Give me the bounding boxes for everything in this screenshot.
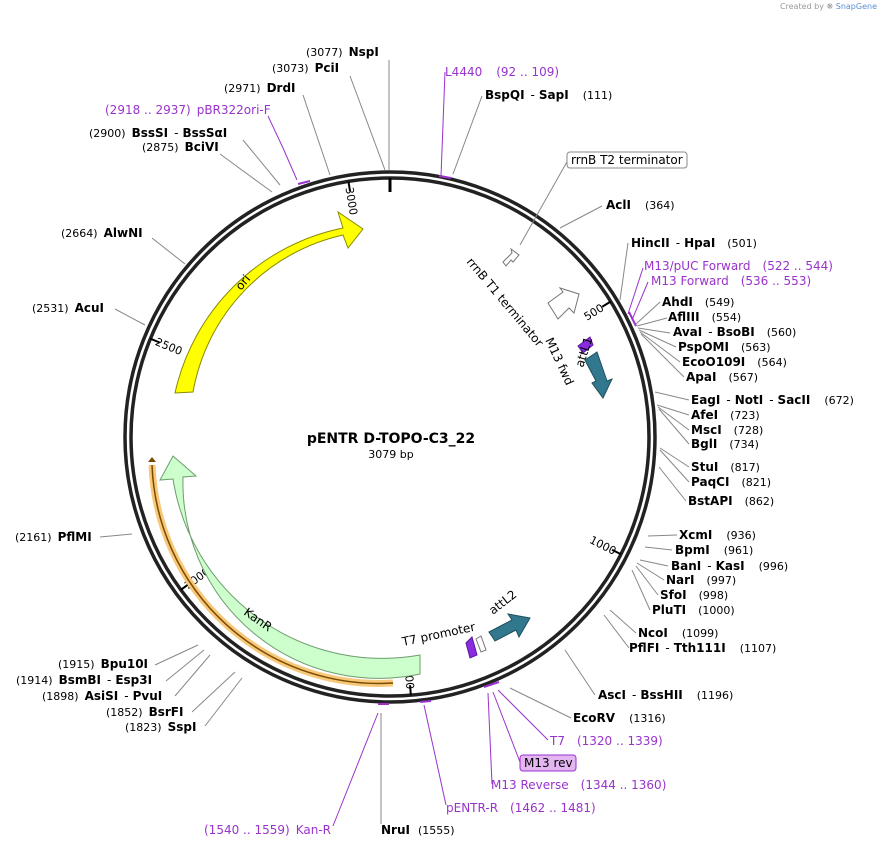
site-BstAPI: BstAPI(862) [688, 494, 774, 508]
site-BanI: BanI-KasI(996) [671, 559, 788, 573]
kanR-orf-arrow-icon [148, 457, 156, 462]
site-AscI: AscI-BssHII(1196) [598, 688, 733, 702]
site-PflFI: PflFI-Tth111I(1107) [629, 641, 776, 655]
M13-fwd-feature-arrow [577, 336, 594, 354]
site-EcoRV: EcoRV(1316) [573, 711, 666, 725]
site-NarI: NarI(997) [666, 573, 736, 587]
tick-mark-500 [601, 300, 612, 308]
site-AfeI: AfeI(723) [691, 408, 760, 422]
site-NspI: (3077)NspI [306, 45, 379, 59]
M13-rev-label: M13 rev [524, 756, 573, 770]
site-SfoI: SfoI(998) [660, 588, 728, 602]
primer-L4440: L4440(92 .. 109) [445, 65, 559, 79]
site-PaqCI: PaqCI(821) [691, 475, 771, 489]
site-ApaI: ApaI(567) [686, 370, 758, 384]
site-HincII: HincII-HpaI(501) [631, 236, 757, 250]
backbone-outer-circle [123, 170, 657, 704]
site-NruI: NruI(1555) [381, 823, 455, 837]
credit-prefix: Created by [779, 2, 824, 11]
attL1-feature-arrow [584, 351, 613, 399]
plasmid-name: pENTR D-TOPO-C3_22 [307, 431, 475, 447]
tick-label-500: 500 [582, 301, 607, 323]
site-EcoO109I: EcoO109I(564) [682, 355, 787, 369]
attL2-feature-arrow [488, 613, 531, 642]
leader-lines [99, 60, 690, 827]
site-BpmI: BpmI(961) [675, 543, 753, 557]
primer-pENTR-R: pENTR-R(1462 .. 1481) [446, 801, 596, 815]
primer-site-marks [297, 175, 637, 705]
site-BciVI: (2875)BciVI [142, 140, 219, 154]
ori-feature-arrow [174, 210, 364, 394]
tick-mark-1500 [409, 685, 412, 696]
rrnB-T1-label: rrnB T1 terminator [464, 255, 547, 350]
site-EagI: EagI-NotI-SacII(672) [691, 393, 854, 407]
site-BssSI: (2900)BssSI-BssSαI [89, 126, 227, 140]
kanR-feature-arrow [159, 455, 421, 679]
kanR-orf-highlight [148, 464, 394, 687]
site-AclI: AclI(364) [606, 198, 675, 212]
site-Bpu10I: (1915)Bpu10I [58, 657, 148, 671]
site-StuI: StuI(817) [691, 460, 760, 474]
site-AcuI: (2531)AcuI [32, 301, 104, 315]
snapgene-credit: Created by ❋ SnapGene [780, 2, 877, 11]
tick-label-2500: 2500 [153, 335, 184, 358]
primer-Kan-R: (1540 .. 1559)Kan-R [204, 823, 331, 837]
rrnB-T2-terminator-arrow [502, 247, 520, 267]
plasmid-length: 3079 bp [368, 448, 413, 461]
site-AsiSI: (1898)AsiSI-PvuI [42, 689, 162, 703]
site-MscI: MscI(728) [691, 423, 763, 437]
site-PciI: (3073)PciI [272, 61, 339, 75]
site-PflMI: (2161)PflMI [15, 530, 92, 544]
site-BsrFI: (1852)BsrFI [106, 705, 183, 719]
T7-promoter-feature-arrow [475, 635, 487, 653]
primer-T7: T7(1320 .. 1339) [549, 734, 663, 748]
primer-M13-Reverse: M13 Reverse(1344 .. 1360) [491, 778, 666, 792]
attL2-label: attL2 [486, 587, 519, 617]
site-BspQI: BspQI-SapI(111) [485, 88, 612, 102]
site-PluTI: PluTI(1000) [652, 603, 735, 617]
tick-mark-3000 [347, 181, 352, 192]
site-PspOMI: PspOMI(563) [678, 340, 771, 354]
site-AflIII: AflIII(554) [668, 310, 741, 324]
credit-brand: SnapGene [835, 2, 877, 11]
primer-pBR322ori-F: (2918 .. 2937)pBR322ori-F [105, 103, 271, 117]
site-AlwNI: (2664)AlwNI [61, 226, 143, 240]
M13-rev-feature-arrow [465, 636, 478, 659]
kanR-orf-line [151, 464, 394, 685]
M13-fwd-label: M13 fwd [542, 335, 576, 387]
site-XcmI: XcmI(936) [679, 528, 756, 542]
primer-M13-pUC-Forward: M13/pUC Forward(522 .. 544) [644, 259, 833, 273]
site-AhdI: AhdI(549) [662, 295, 734, 309]
site-SspI: (1823)SspI [125, 720, 196, 734]
tick-mark-1000 [611, 548, 622, 556]
primer-M13-Forward: M13 Forward(536 .. 553) [651, 274, 811, 288]
M13-rev-label-box [519, 754, 577, 772]
tick-label-1000: 1000 [587, 534, 618, 558]
site-NcoI: NcoI(1099) [638, 626, 718, 640]
rrnB-T1-terminator-arrow [547, 287, 580, 320]
site-AvaI: AvaI-BsoBI(560) [673, 325, 796, 339]
site-BglI: BglI(734) [691, 437, 759, 451]
tick-label-3000: 3000 [342, 186, 359, 216]
rrnB-T2-label-box [566, 151, 688, 169]
T7-promoter-label: T7 promoter [400, 620, 477, 649]
rrnB-T2-label: rrnB T2 terminator [571, 153, 683, 167]
tick-mark-2500 [149, 337, 161, 344]
site-DrdI: (2971)DrdI [224, 81, 296, 95]
site-BsmBI: (1914)BsmBI-Esp3I [16, 673, 152, 687]
snapgene-logo-icon: ❋ [826, 2, 834, 11]
